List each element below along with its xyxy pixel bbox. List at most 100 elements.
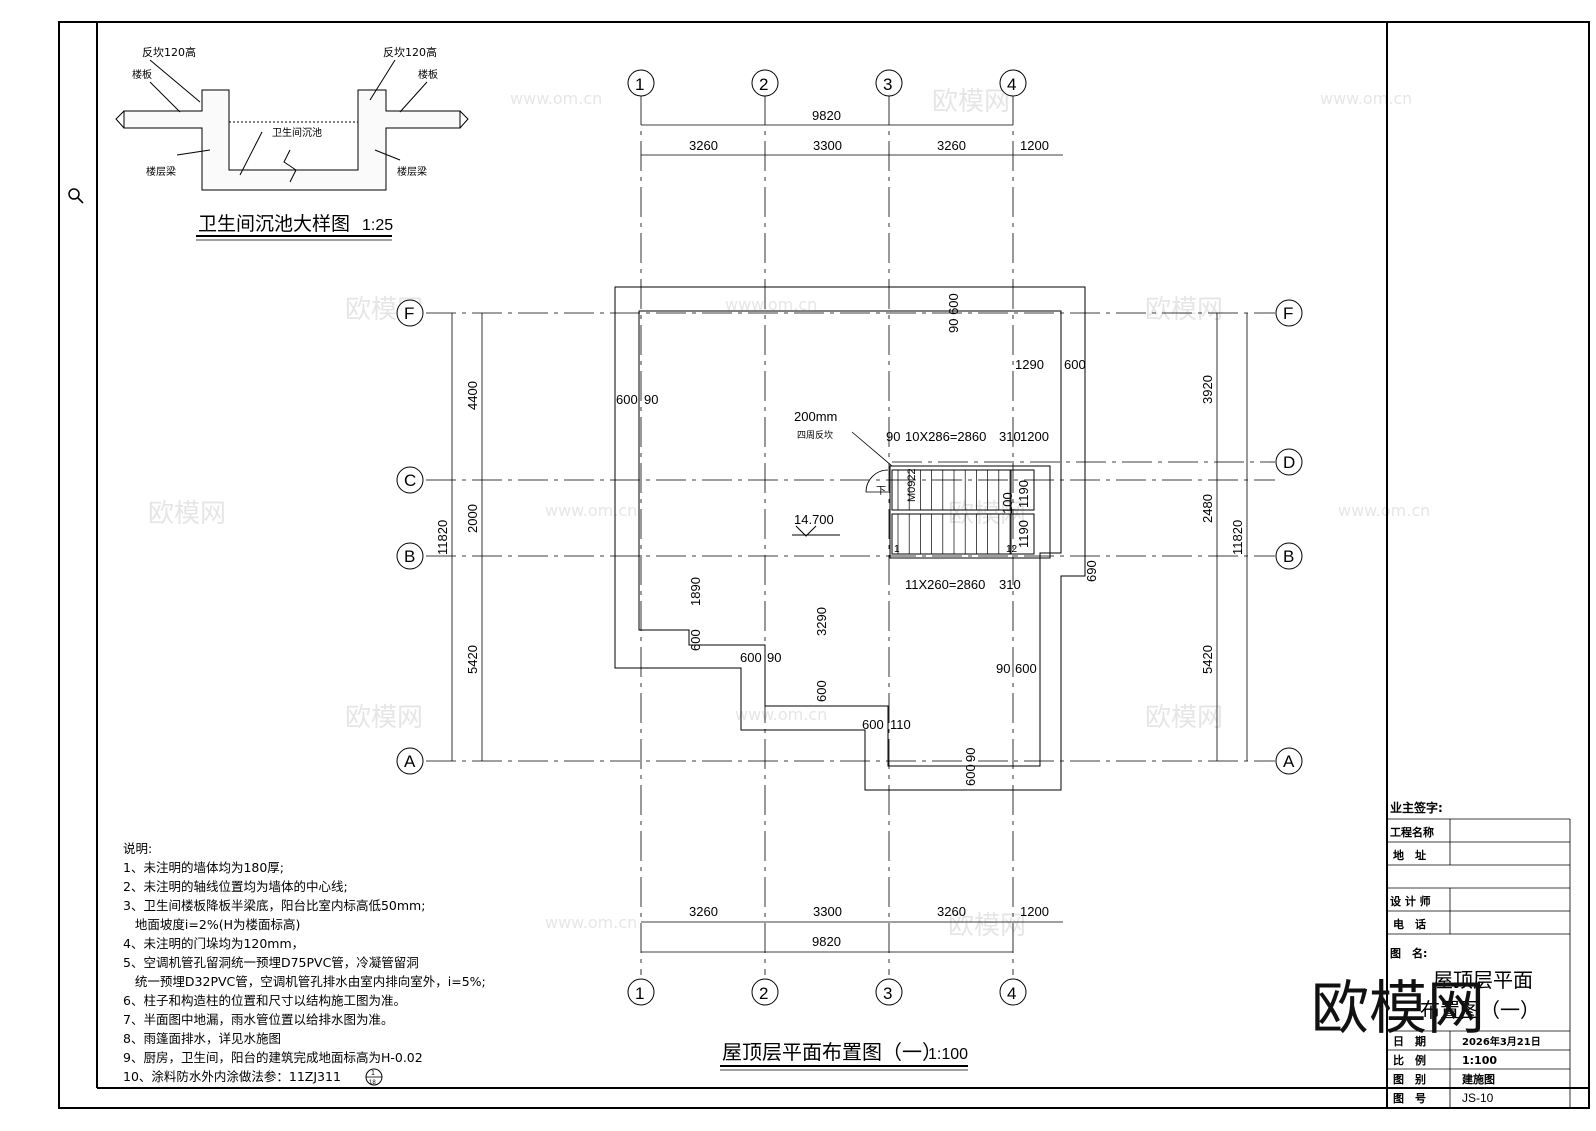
raise-note: 200mm xyxy=(794,409,837,424)
dimension-lines xyxy=(451,124,1248,953)
tb-date: 2026年3月21日 xyxy=(1462,1035,1541,1048)
dim-text: 600 xyxy=(862,717,884,732)
watermark-layer: www.om.cn 欧模网 www.om.cn 欧模网 www.om.cn 欧模… xyxy=(148,87,1430,941)
plan-title: 屋顶层平面布置图（一） xyxy=(722,1040,942,1064)
dim-text: 3260 xyxy=(937,904,966,919)
door-tag: M0922 xyxy=(906,468,918,502)
axis-label: B xyxy=(404,547,415,566)
dim-text: 4400 xyxy=(465,381,480,410)
axis-bubbles xyxy=(396,69,1303,1006)
watermark-url: www.om.cn xyxy=(725,295,817,314)
axis-label: 1 xyxy=(635,75,644,94)
ref-top: 1 xyxy=(371,1070,375,1077)
dim-text: 1200 xyxy=(1020,138,1049,153)
dim-text: 600 xyxy=(814,680,829,702)
axis-label: 2 xyxy=(759,984,768,1003)
note-item: 6、柱子和构造柱的位置和尺寸以结构施工图为准。 xyxy=(123,993,406,1008)
dim-text: 1890 xyxy=(688,577,703,606)
watermark-text: 欧模网 xyxy=(932,87,1010,117)
note-item: 9、厨房，卫生间，阳台的建筑完成地面标高为H-0.02 xyxy=(123,1050,423,1065)
dim-text: 9820 xyxy=(812,108,841,123)
dim-text: 90 xyxy=(963,748,978,762)
watermark-text: 欧模网 xyxy=(148,499,226,529)
dim-text: 1200 xyxy=(1020,904,1049,919)
detail-ref-symbol: 1 18 xyxy=(365,1068,383,1086)
note-item: 2、未注明的轴线位置均为墙体的中心线; xyxy=(123,879,348,894)
watermark-url: www.om.cn xyxy=(735,705,827,724)
detail-label: 楼板 xyxy=(418,68,438,81)
detail-label: 楼板 xyxy=(132,68,152,81)
dim-text: 310 xyxy=(999,577,1021,592)
note-item: 3、卫生间楼板降板半梁底，阳台比室内标高低50mm; xyxy=(123,898,425,913)
watermark-text: 欧模网 xyxy=(1145,703,1223,733)
note-item: 1、未注明的墙体均为180厚; xyxy=(123,860,284,875)
elevation-triangle xyxy=(795,525,817,537)
down-note: 下 xyxy=(876,486,886,497)
notes-title: 说明: xyxy=(123,841,152,856)
dim-text: 3300 xyxy=(813,138,842,153)
dim-text: 5420 xyxy=(465,645,480,674)
detail-label: 楼层梁 xyxy=(146,165,176,178)
watermark-text: 欧模网 xyxy=(345,703,423,733)
note-item: 地面坡度i=2%(H为楼面标高) xyxy=(123,917,300,932)
dim-text: 600 xyxy=(1015,661,1037,676)
dim-text: 1200 xyxy=(1020,429,1049,444)
watermark-url: www.om.cn xyxy=(510,89,602,108)
dim-text: 110 xyxy=(890,717,911,732)
dim-text: 3290 xyxy=(814,607,829,636)
roof-outline xyxy=(614,286,1086,791)
tb-type: 建施图 xyxy=(1462,1072,1495,1086)
watermark-text: 欧模网 xyxy=(1145,295,1223,325)
tb-drawing-name-label: 图 名: xyxy=(1390,946,1427,960)
detail-label: 卫生间沉池 xyxy=(272,126,322,139)
note-item: 10、涂料防水外内涂做法参：11ZJ311 xyxy=(123,1069,341,1084)
dim-text: 600 xyxy=(740,650,762,665)
note-item: 5、空调机管孔留洞统一预埋D75PVC管，冷凝管留洞 xyxy=(123,955,419,970)
watermark-url: www.om.cn xyxy=(545,913,637,932)
axis-label: 3 xyxy=(883,75,892,94)
dim-text: 600 xyxy=(1064,357,1086,372)
dim-text: 100 xyxy=(1000,492,1015,514)
note-item: 8、雨篷面排水，详见水施图 xyxy=(123,1031,281,1046)
detail-scale: 1:25 xyxy=(362,217,393,234)
elevation-text: 14.700 xyxy=(794,512,834,527)
watermark-url: www.om.cn xyxy=(1320,89,1412,108)
search-icon[interactable] xyxy=(68,188,84,204)
dim-text: 90 xyxy=(644,392,658,407)
axis-label: 4 xyxy=(1007,75,1016,94)
dim-text: 90 xyxy=(886,429,900,444)
dim-text: 1190 xyxy=(1016,520,1031,548)
tb-no: JS-10 xyxy=(1462,1091,1494,1105)
dim-text: 9820 xyxy=(812,934,841,949)
axis-label: B xyxy=(1283,547,1294,566)
tb-phone: 电 话 xyxy=(1393,917,1426,931)
dim-text: 2480 xyxy=(1200,494,1215,523)
dim-text: 3260 xyxy=(689,904,718,919)
step-number: 12 xyxy=(1006,544,1018,555)
detail-title: 卫生间沉池大样图 xyxy=(198,213,350,235)
axis-label: C xyxy=(404,471,416,490)
axis-lines xyxy=(426,95,1275,975)
tb-owner: 业主签字: xyxy=(1390,800,1443,815)
watermark-url: www.om.cn xyxy=(545,501,637,520)
ref-bottom: 18 xyxy=(369,1080,376,1086)
dim-text: 1290 xyxy=(1015,357,1044,372)
note-item: 统一预埋D32PVC管，空调机管孔排水由室内排向室外，i=5%; xyxy=(123,974,486,989)
dim-text: 3260 xyxy=(689,138,718,153)
stair[interactable] xyxy=(889,465,1051,559)
dim-text: 2000 xyxy=(465,504,480,533)
detail-label: 楼层梁 xyxy=(397,165,427,178)
tb-project: 工程名称 xyxy=(1390,825,1434,839)
dim-text: 11820 xyxy=(1230,520,1245,555)
outer-frame xyxy=(58,21,1590,1109)
dim-text: 11820 xyxy=(435,520,450,555)
axis-label: D xyxy=(1283,453,1295,472)
watermark-url: www.om.cn xyxy=(1338,501,1430,520)
stair-treads xyxy=(897,470,1011,554)
tb-scale: 1:100 xyxy=(1462,1054,1497,1067)
detail-label: 反坎120高 xyxy=(383,45,437,59)
axis-label: A xyxy=(1283,752,1295,771)
tb-date-label: 日 期 xyxy=(1393,1034,1426,1048)
dim-text: 90 600 xyxy=(946,293,961,333)
